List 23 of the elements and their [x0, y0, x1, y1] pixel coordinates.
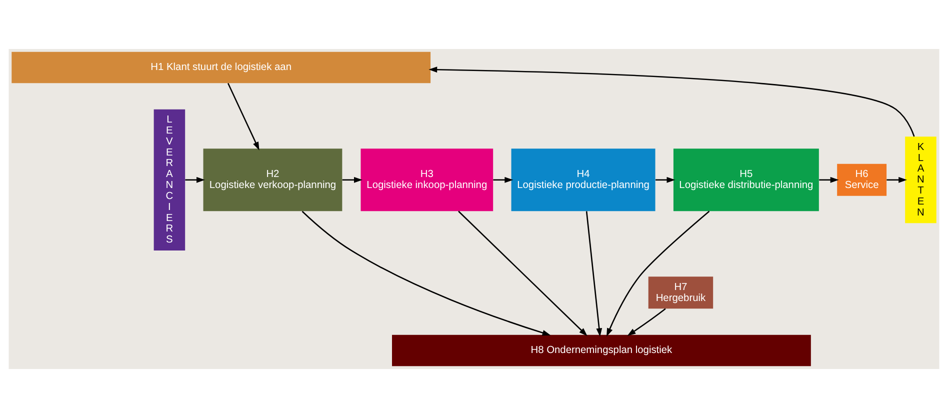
node-box: H1 Klant stuurt de logistiek aan	[12, 52, 431, 84]
arrow	[586, 211, 602, 337]
node-box: H8 Ondernemingsplan logistiek	[392, 334, 811, 366]
arrow	[656, 176, 676, 183]
arrow	[606, 210, 710, 337]
arrow	[886, 176, 908, 183]
node-box: LEVERANCIERS	[154, 109, 186, 250]
arrow	[342, 176, 362, 183]
node-box: H5 Logistieke distributie-planning	[673, 148, 819, 212]
arrow	[627, 308, 666, 336]
arrow	[428, 66, 915, 137]
arrow	[458, 210, 588, 336]
node-box: H3 Logistieke inkoop-planning	[360, 148, 494, 212]
node-box: H4 Logistieke productie-planning	[511, 148, 656, 212]
arrow	[302, 210, 551, 336]
arrow	[819, 176, 839, 183]
arrow	[227, 82, 260, 150]
node-box: H2 Logistieke verkoop-planning	[203, 148, 342, 212]
node-box: KLANTEN	[905, 136, 936, 224]
node-box: H6 Service	[837, 164, 887, 196]
arrow	[493, 176, 514, 183]
node-box: H7 Hergebruik	[648, 276, 714, 309]
arrow	[185, 176, 205, 183]
